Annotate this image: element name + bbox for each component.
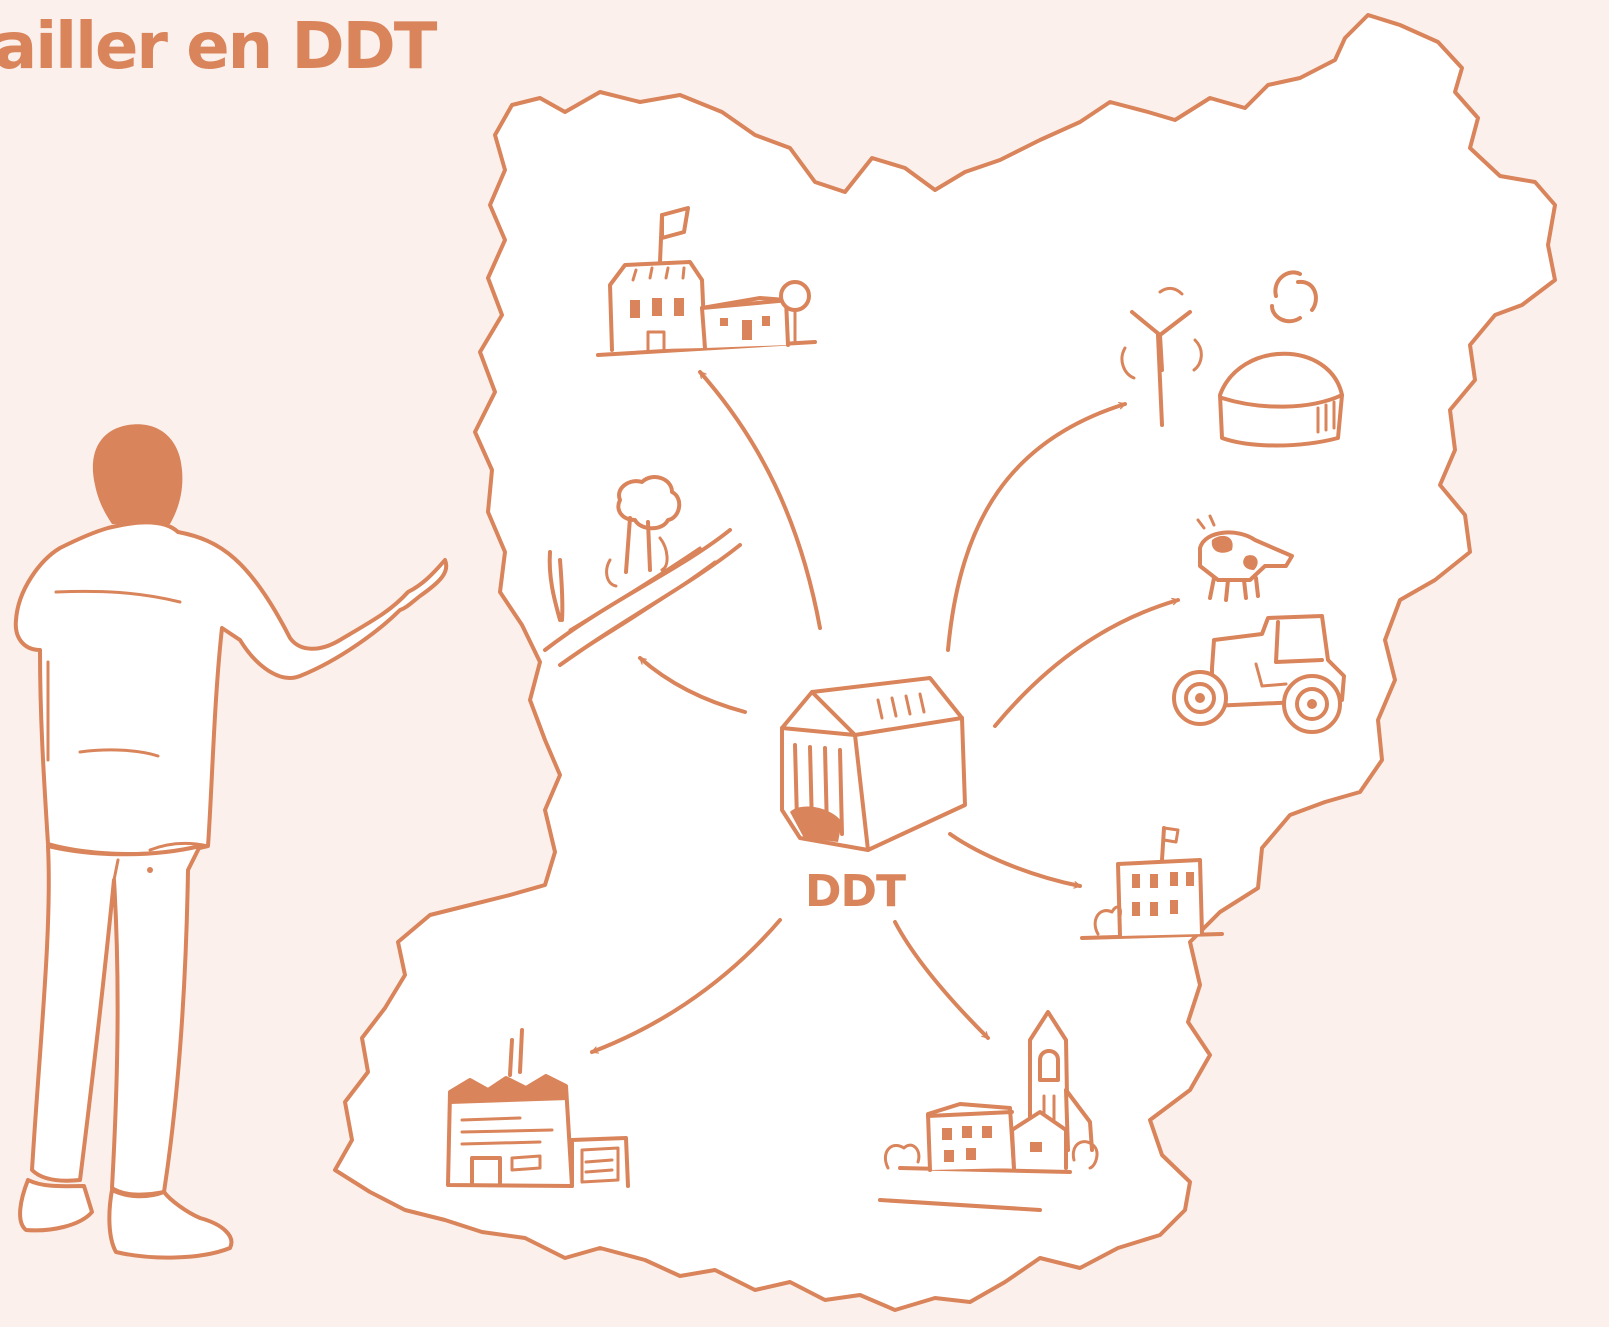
- person-body: [13, 520, 449, 857]
- cow-icon: [1196, 514, 1294, 602]
- village-church-icon: [878, 1010, 1099, 1212]
- person-head: [92, 424, 183, 524]
- town-hall-icon: [596, 206, 817, 357]
- office-building-icon: [1080, 826, 1224, 940]
- arrow-to-farm: [993, 597, 1180, 728]
- arrow-to-village: [893, 920, 990, 1040]
- methanizer-icon: [1218, 351, 1344, 448]
- person-shoes: [18, 1178, 234, 1260]
- arrow-to-office: [948, 832, 1082, 889]
- prefecture-building-icon: [780, 676, 967, 852]
- person-illustration: [13, 424, 449, 1260]
- tractor-icon: [1172, 614, 1346, 734]
- arrow-to-town-hall: [698, 370, 822, 630]
- wind-turbine-recycling-icon: [1120, 270, 1318, 427]
- connection-arrows: [590, 370, 1180, 1054]
- arrow-to-factory: [590, 918, 782, 1054]
- factory-icon: [446, 1028, 630, 1188]
- person-legs: [30, 844, 202, 1197]
- arrow-to-river-landscape: [638, 656, 747, 714]
- ddt-hub-label: DDT: [804, 866, 906, 917]
- page-title: ailler en DDT: [0, 10, 437, 84]
- river-landscape-icon: [543, 475, 742, 667]
- arrow-to-wind-turbine: [946, 402, 1127, 652]
